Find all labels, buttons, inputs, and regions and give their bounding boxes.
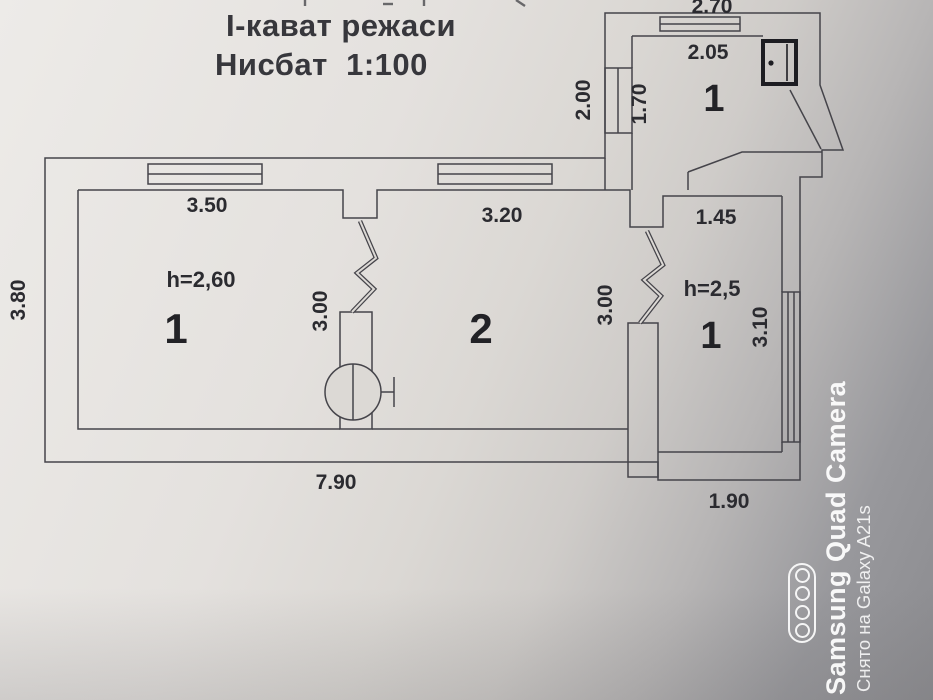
clipped-text-fragments: [303, 0, 526, 7]
dim-annex-outer-depth: 2.00: [572, 80, 595, 121]
dim-annex-outer-width: 2.70: [692, 0, 733, 18]
plan-title: I-кават режаси: [226, 8, 457, 43]
dim-partition-left-length: 3.00: [309, 291, 332, 332]
door-leaf-left: [350, 220, 379, 314]
plan-scale: Нисбат 1:100: [215, 47, 428, 82]
annex-junction-walls: [604, 151, 822, 190]
dim-room-right-depth: 3.10: [749, 307, 772, 348]
dim-annex-inner-depth: 1.70: [628, 84, 651, 125]
dim-room-left-depth: 3.80: [7, 280, 30, 321]
ceiling-height-left: h=2,60: [166, 267, 235, 292]
dim-room-left-width: 3.50: [187, 194, 228, 217]
dim-bottom-right: 1.90: [709, 490, 750, 513]
window-room-left: [147, 163, 263, 185]
room-label-annex: 1: [703, 78, 724, 120]
partition-right: [627, 322, 659, 478]
room-label-center: 2: [469, 305, 492, 352]
stove-symbol: [324, 363, 395, 421]
room-label-left: 1: [164, 305, 187, 352]
ceiling-height-right: h=2,5: [684, 276, 741, 301]
door-leaf-right: [638, 230, 666, 325]
annex-inner-walls: [631, 35, 822, 190]
room-right-inner-walls: [658, 196, 783, 453]
window-annex-left: [604, 67, 633, 134]
dim-annex-inner-width: 2.05: [688, 41, 729, 64]
window-room-center: [437, 163, 553, 185]
inner-top-wall: [78, 189, 782, 228]
dim-bottom-left: 7.90: [316, 471, 357, 494]
dim-room-center-width: 3.20: [482, 204, 523, 227]
room-label-right: 1: [700, 315, 721, 357]
plan-walls: [44, 0, 845, 481]
window-room-right: [781, 291, 801, 443]
dim-partition-right-length: 3.00: [594, 285, 617, 326]
room-labels: 1 1 2 1: [164, 78, 724, 357]
dimension-labels: 2.70 2.05 2.00 1.70 3.50 3.20 1.45 3.80 …: [7, 0, 772, 513]
window-annex-top: [659, 16, 741, 32]
dim-room-right-width: 1.45: [696, 206, 737, 229]
room-left-inner-walls: [77, 190, 340, 430]
entrance-door-icon: [761, 39, 798, 86]
